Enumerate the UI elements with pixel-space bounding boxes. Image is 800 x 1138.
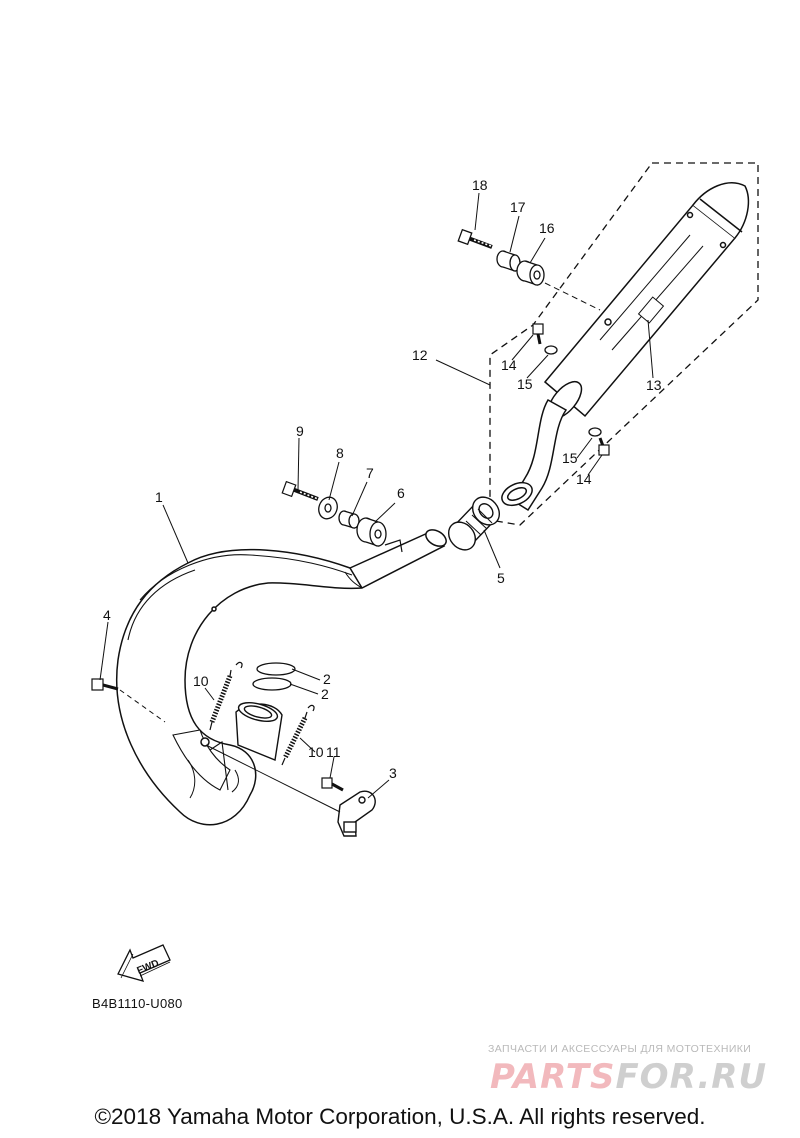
bolt-14-lower: [598, 437, 610, 456]
washer-15-upper: [544, 345, 558, 355]
exhaust-flange: [235, 701, 283, 761]
callout-10: 10: [308, 744, 324, 760]
callout-9: 9: [296, 423, 304, 439]
bracket-axis-line: [205, 744, 341, 813]
callout-16: 16: [539, 220, 555, 236]
spring-10-left: [209, 661, 243, 731]
washer-8: [318, 496, 338, 520]
callout-2: 2: [321, 686, 329, 702]
callout-18: 18: [472, 177, 488, 193]
callout-3: 3: [389, 765, 397, 781]
bolt-14-upper: [532, 323, 544, 345]
callout-5: 5: [497, 570, 505, 586]
silencer-group-outline: [489, 162, 759, 526]
gasket-2-lower: [252, 677, 292, 691]
callout-4: 4: [103, 607, 111, 623]
washer-15-lower: [588, 427, 602, 437]
bolt-18: [457, 228, 495, 249]
callout-10: 10: [193, 673, 209, 689]
callout-14: 14: [501, 357, 517, 373]
watermark-subtitle: ЗАПЧАСТИ И АКСЕССУАРЫ ДЛЯ МОТОТЕХНИКИ: [488, 1043, 752, 1055]
bolt-9: [281, 480, 319, 501]
silencer: [543, 182, 750, 420]
callout-15: 15: [562, 450, 578, 466]
bolt-11: [321, 777, 344, 792]
copyright-notice: ©2018 Yamaha Motor Corporation, U.S.A. A…: [94, 1104, 706, 1129]
spring-10-right: [281, 704, 315, 766]
grommet-6: [356, 517, 387, 547]
exhaust-pipe: [116, 529, 447, 826]
bracket-3: [337, 790, 376, 837]
bolt-4: [91, 678, 119, 691]
watermark-logo-part1: PARTS: [490, 1057, 616, 1097]
mount-axis-line: [544, 282, 601, 311]
callout-15: 15: [517, 376, 533, 392]
diagram-code: B4B1110-U080: [92, 996, 183, 1011]
leader-lines: [99, 192, 654, 799]
joint-5: [447, 496, 501, 551]
callout-14: 14: [576, 471, 592, 487]
watermark-logo: PARTSFOR.RU: [490, 1057, 767, 1097]
callout-8: 8: [336, 445, 344, 461]
silencer-inlet-pipe: [501, 398, 568, 512]
callout-12: 12: [412, 347, 428, 363]
callout-11: 11: [326, 744, 341, 760]
fwd-arrow-icon: FWD: [117, 944, 171, 982]
watermark-logo-part2: FOR.RU: [615, 1057, 768, 1097]
bolt-4-axis-line: [119, 689, 166, 723]
gasket-2-upper: [256, 662, 296, 676]
collar-17: [496, 250, 521, 272]
callout-1: 1: [155, 489, 163, 505]
callout-7: 7: [366, 465, 374, 481]
callout-2: 2: [323, 671, 331, 687]
collar-7: [338, 510, 360, 529]
callout-17: 17: [510, 199, 526, 215]
grommet-16: [516, 260, 545, 286]
callout-13: 13: [646, 377, 662, 393]
callout-6: 6: [397, 485, 405, 501]
